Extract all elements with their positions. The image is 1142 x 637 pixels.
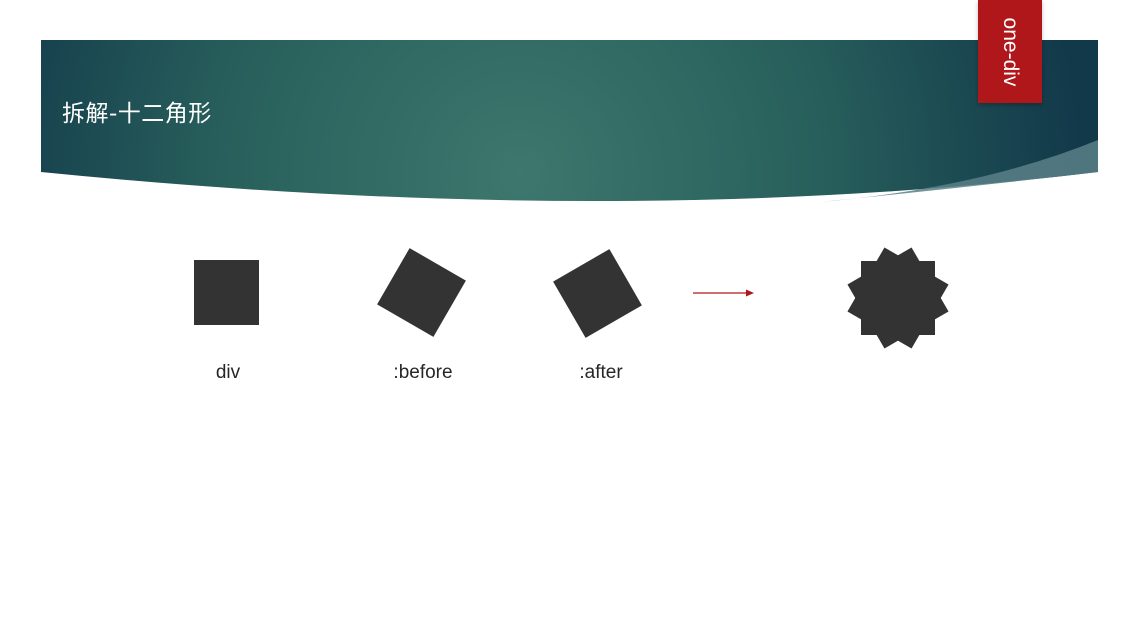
caption-div: div	[215, 362, 241, 383]
caption-before: :before	[393, 362, 453, 383]
banner-accent-swoosh	[820, 140, 1098, 202]
slide-title: 拆解-十二角形	[62, 101, 212, 127]
div-square-shape	[194, 260, 259, 325]
caption-after: :after	[579, 362, 623, 383]
banner-background	[41, 40, 1098, 201]
one-div-tag: one-div	[978, 0, 1042, 103]
twelve-point-star-shape	[847, 247, 949, 349]
result-arrow-icon	[693, 289, 754, 297]
tag-label: one-div	[999, 17, 1022, 86]
